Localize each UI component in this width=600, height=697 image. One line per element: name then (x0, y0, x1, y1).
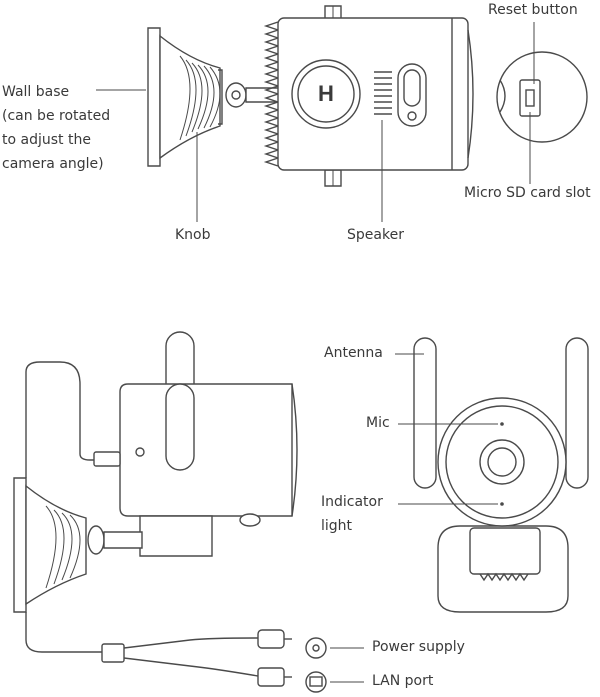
camera-with-cables (13, 331, 298, 687)
label-power-supply: Power supply (372, 639, 465, 655)
power-supply-icon (305, 637, 364, 659)
lan-port-icon (305, 671, 364, 693)
camera-logo: H (318, 81, 334, 106)
label-micro-sd-slot: Micro SD card slot (464, 185, 591, 201)
wall-base (147, 27, 223, 167)
label-wall-base: Wall base (2, 84, 70, 100)
label-indicator-light-line2: light (321, 518, 353, 534)
label-reset-button: Reset button (488, 2, 578, 18)
label-knob: Knob (175, 227, 211, 243)
camera-side-view (263, 5, 474, 222)
label-lan-port: LAN port (372, 673, 434, 689)
label-wall-base-line4: camera angle) (2, 156, 104, 172)
label-antenna: Antenna (324, 345, 383, 361)
camera-front-view (395, 337, 589, 613)
label-indicator-light: Indicator (321, 494, 383, 510)
label-wall-base-line2: (can be rotated (2, 108, 111, 124)
label-speaker: Speaker (347, 227, 404, 243)
label-mic: Mic (366, 415, 390, 431)
label-wall-base-line3: to adjust the (2, 132, 91, 148)
sd-card-slot-detail (496, 22, 588, 184)
